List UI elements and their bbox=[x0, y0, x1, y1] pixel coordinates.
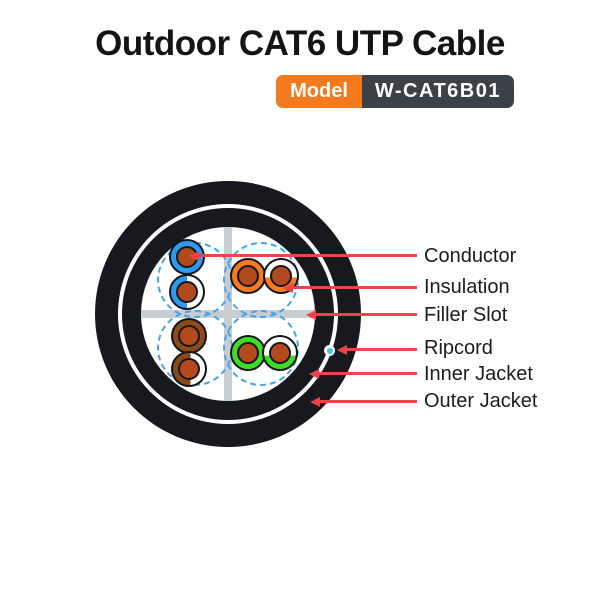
conductor-core bbox=[176, 281, 198, 303]
conductor-core bbox=[237, 265, 259, 287]
filler-slot-horizontal bbox=[141, 310, 315, 318]
wire-green-striped bbox=[262, 335, 298, 371]
callout-arrowhead-conductor bbox=[189, 251, 199, 261]
callout-label-filler-slot: Filler Slot bbox=[424, 304, 508, 326]
callout-arrowhead-insulation bbox=[283, 283, 293, 293]
callout-label-ripcord: Ripcord bbox=[424, 337, 493, 359]
conductor-core bbox=[178, 325, 200, 347]
callout-label-conductor: Conductor bbox=[424, 245, 517, 267]
callout-label-outer-jacket: Outer Jacket bbox=[424, 390, 538, 412]
ripcord-core bbox=[327, 348, 333, 354]
wire-orange-striped bbox=[263, 258, 299, 294]
callout-line-inner-jacket bbox=[318, 372, 417, 375]
model-badge-label: Model bbox=[276, 75, 362, 108]
model-badge-value: W-CAT6B01 bbox=[361, 75, 514, 108]
callout-arrowhead-inner-jacket bbox=[309, 369, 319, 379]
pair-guide-circle-bottom-right bbox=[223, 310, 299, 386]
wire-green-solid bbox=[230, 335, 266, 371]
wire-brown-solid bbox=[171, 318, 207, 354]
wire-brown-striped bbox=[171, 351, 207, 387]
callout-line-conductor bbox=[198, 254, 417, 257]
callout-label-inner-jacket: Inner Jacket bbox=[424, 363, 533, 385]
callout-line-insulation bbox=[292, 286, 417, 289]
callout-label-insulation: Insulation bbox=[424, 276, 510, 298]
wire-blue-solid bbox=[169, 239, 205, 275]
callout-line-outer-jacket bbox=[319, 400, 417, 403]
model-badge: Model W-CAT6B01 bbox=[276, 75, 514, 108]
callout-arrowhead-filler-slot bbox=[306, 310, 316, 320]
callout-line-ripcord bbox=[346, 348, 417, 351]
wire-orange-solid bbox=[230, 258, 266, 294]
conductor-core bbox=[237, 342, 259, 364]
page-title: Outdoor CAT6 UTP Cable bbox=[95, 24, 505, 63]
callout-line-filler-slot bbox=[315, 313, 417, 316]
callout-arrowhead-outer-jacket bbox=[310, 397, 320, 407]
conductor-core bbox=[269, 342, 291, 364]
wire-blue-striped bbox=[169, 274, 205, 310]
conductor-core bbox=[178, 358, 200, 380]
conductor-core bbox=[270, 265, 292, 287]
callout-arrowhead-ripcord bbox=[337, 345, 347, 355]
